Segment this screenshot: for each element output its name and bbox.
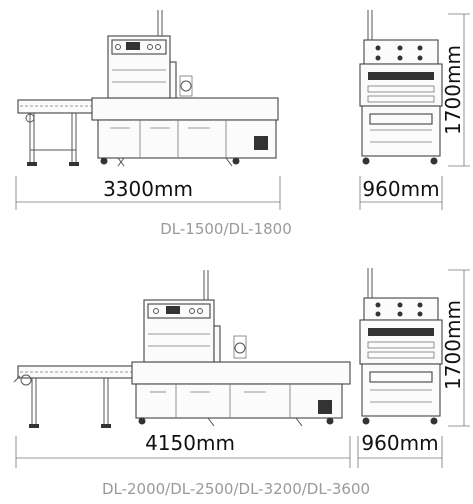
bottom-side-view (359, 268, 443, 425)
top-width-label: 3300mm (103, 177, 193, 201)
top-side-view (359, 10, 443, 165)
bottom-width-dimension: 4150mm (15, 431, 351, 468)
bottom-infeed-conveyor (13, 365, 135, 428)
bottom-main-body (131, 361, 351, 427)
top-front-view (17, 10, 279, 167)
bottom-height-dimension: 1700mm (441, 269, 470, 427)
bottom-upper-head (143, 270, 247, 363)
top-height-dimension: 1700mm (441, 13, 470, 167)
top-model-label: DL-1500/DL-1800 (160, 220, 292, 238)
bottom-front-view (13, 270, 351, 428)
bottom-width-label: 4150mm (145, 431, 235, 455)
top-infeed-conveyor (17, 99, 95, 166)
bottom-side-width-dimension: 960mm (357, 431, 443, 468)
bottom-side-width-label: 960mm (361, 431, 438, 455)
top-main-body (91, 97, 279, 167)
top-side-width-label: 960mm (362, 177, 439, 201)
top-width-dimension: 3300mm (15, 176, 281, 210)
bottom-model-label: DL-2000/DL-2500/DL-3200/DL-3600 (102, 480, 370, 498)
top-side-width-dimension: 960mm (359, 176, 443, 210)
bottom-height-label: 1700mm (441, 300, 465, 390)
top-height-label: 1700mm (441, 45, 465, 135)
top-upper-head (107, 10, 193, 99)
